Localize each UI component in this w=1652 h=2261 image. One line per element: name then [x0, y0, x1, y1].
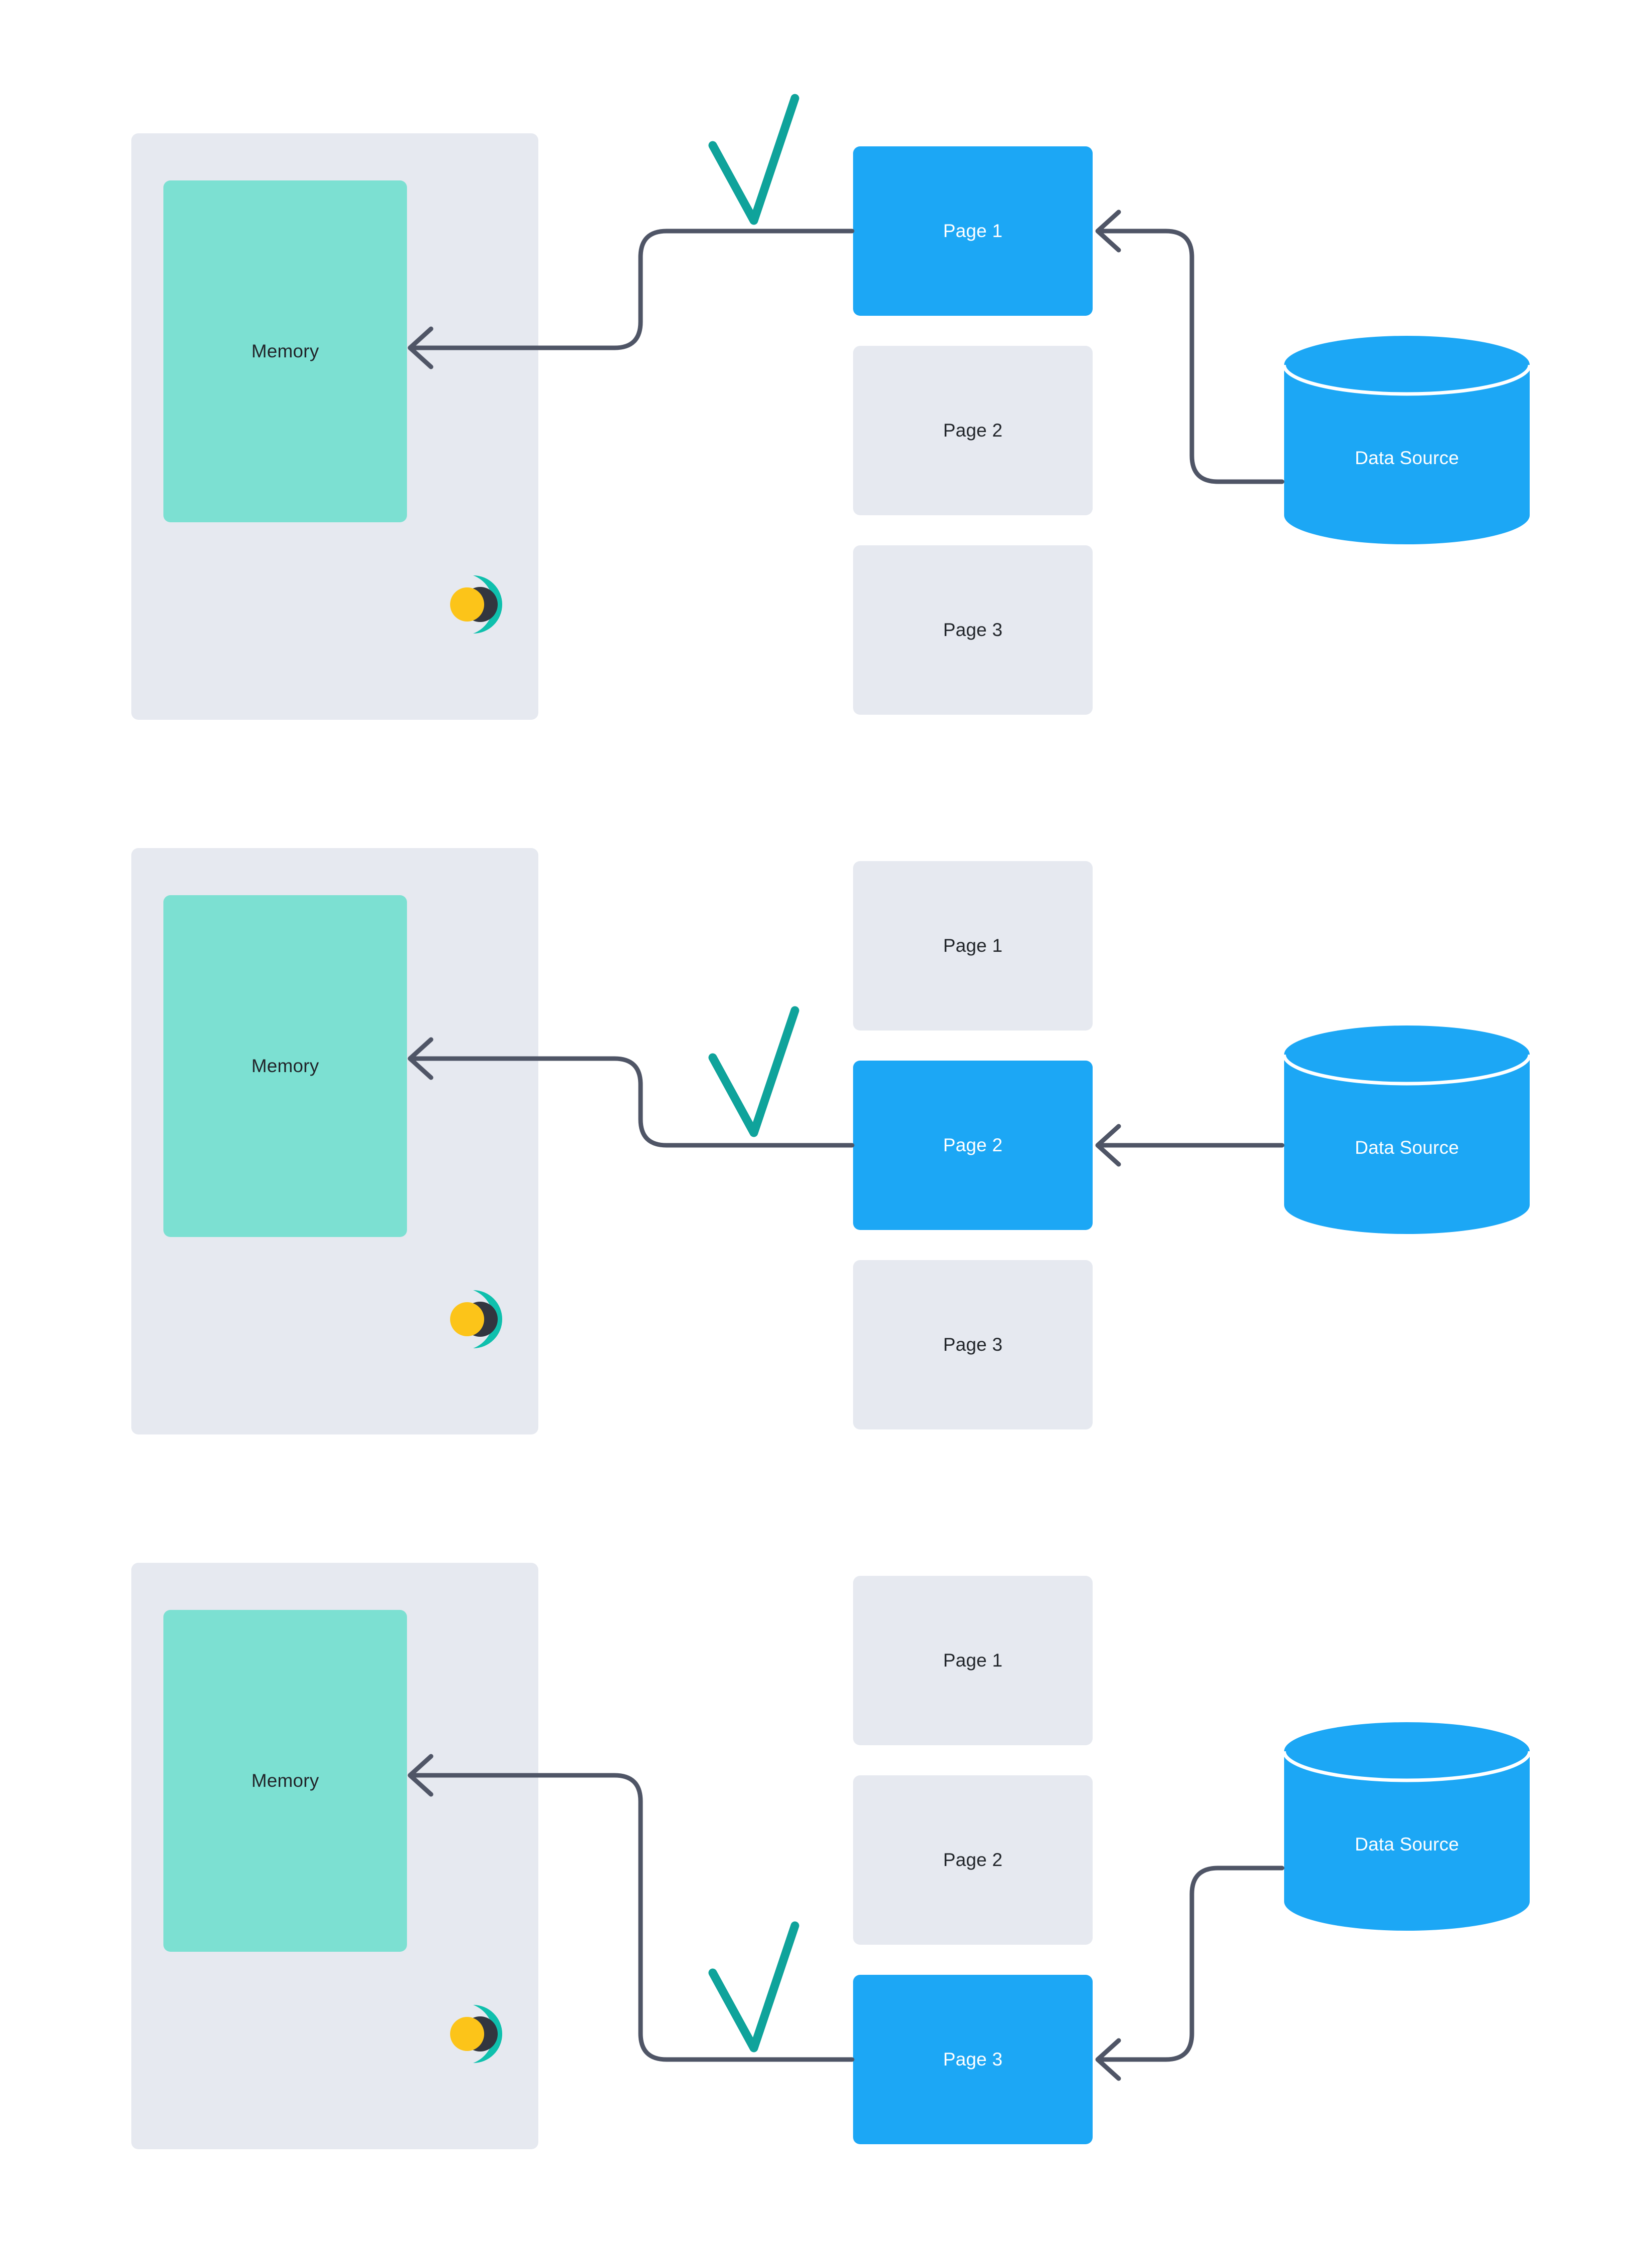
page-label: Page 1 — [943, 221, 1003, 241]
page-box-page-2[interactable]: Page 2 — [853, 346, 1093, 515]
brand-logo-icon — [450, 575, 502, 634]
memory-container-2: Memory — [131, 848, 538, 1434]
cylinder-shape — [1282, 1722, 1532, 1931]
page-box-page-1[interactable]: Page 1 — [853, 861, 1093, 1031]
page-label: Page 2 — [943, 1135, 1003, 1155]
page-box-page-3[interactable]: Page 3 — [853, 1260, 1093, 1429]
memory-label: Memory — [251, 1056, 319, 1076]
memory-box-2: Memory — [163, 895, 407, 1237]
data-source-cylinder-3[interactable]: Data Source — [1282, 1721, 1532, 1932]
data-source-label: Data Source — [1355, 448, 1459, 468]
step-panel-2: Memory Page 1 Page 2 Page 3 Data Source — [0, 0, 1652, 1434]
brand-logo-icon — [450, 2005, 502, 2063]
checkmark-icon — [708, 1006, 799, 1137]
cylinder-shape — [1282, 1025, 1532, 1234]
data-source-label: Data Source — [1355, 1834, 1459, 1855]
memory-label: Memory — [251, 341, 319, 361]
page-label: Page 3 — [943, 1334, 1003, 1355]
page-label: Page 1 — [943, 1650, 1003, 1671]
cylinder-shape — [1282, 336, 1532, 544]
data-source-cylinder-1[interactable]: Data Source — [1282, 335, 1532, 545]
memory-box-3: Memory — [163, 1610, 407, 1952]
page-box-page-2[interactable]: Page 2 — [853, 1061, 1093, 1230]
page-box-page-1[interactable]: Page 1 — [853, 1576, 1093, 1745]
memory-label: Memory — [251, 1770, 319, 1791]
page-box-page-1[interactable]: Page 1 — [853, 146, 1093, 316]
memory-container-3: Memory — [131, 1563, 538, 2149]
checkmark-icon — [708, 1921, 799, 2052]
page-box-page-3[interactable]: Page 3 — [853, 545, 1093, 715]
data-source-label: Data Source — [1355, 1137, 1459, 1158]
memory-box-1: Memory — [163, 180, 407, 522]
page-label: Page 3 — [943, 620, 1003, 640]
brand-logo-icon — [450, 1290, 502, 1348]
page-box-page-3[interactable]: Page 3 — [853, 1975, 1093, 2144]
page-label: Page 3 — [943, 2049, 1003, 2070]
data-source-cylinder-2[interactable]: Data Source — [1282, 1024, 1532, 1235]
step-panel-3: Memory Page 1 Page 2 Page 3 Data Source — [0, 0, 1652, 2149]
page-label: Page 2 — [943, 420, 1003, 441]
page-box-page-2[interactable]: Page 2 — [853, 1775, 1093, 1945]
page-label: Page 2 — [943, 1849, 1003, 1870]
page-label: Page 1 — [943, 935, 1003, 956]
